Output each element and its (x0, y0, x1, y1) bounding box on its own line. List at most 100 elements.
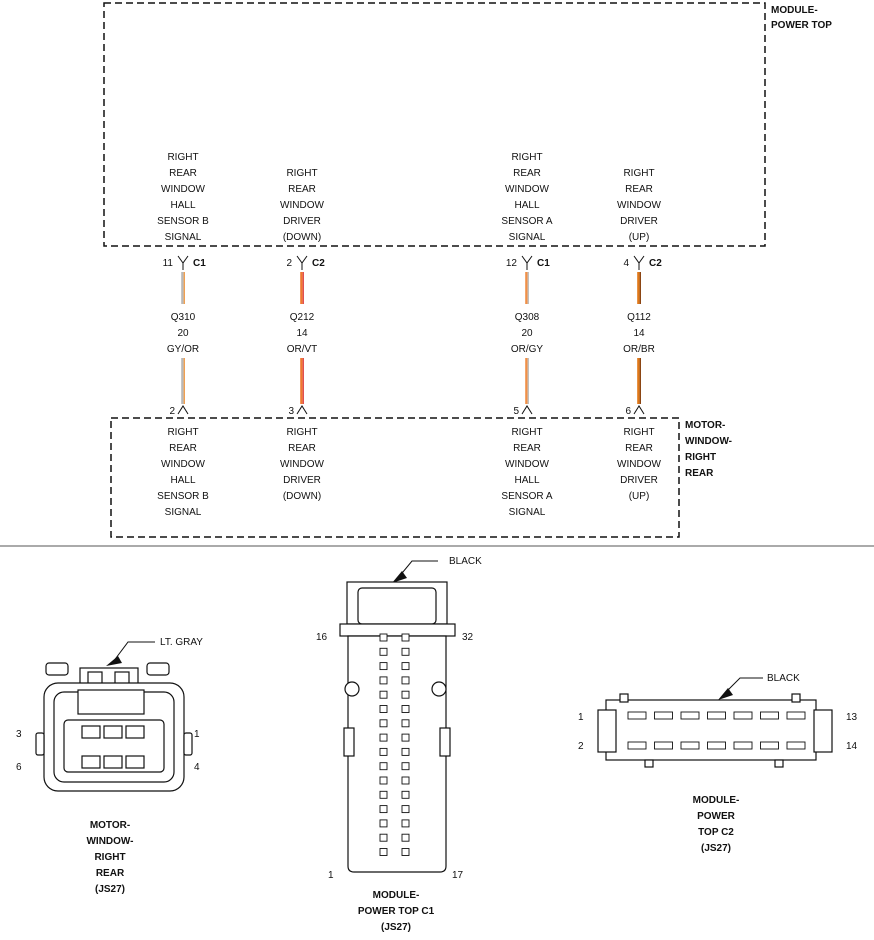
circuit-text: SENSOR A (501, 216, 552, 227)
cavity (680, 711, 700, 720)
top-connector-id: C1 (193, 258, 206, 269)
cavity (401, 647, 410, 656)
wire-stripe (183, 358, 185, 404)
wire-stripe (302, 272, 304, 304)
c1-connector-color: BLACK (449, 556, 482, 567)
terminal-symbol (633, 405, 645, 415)
wire-color: OR/VT (287, 344, 318, 355)
circuit-text: RIGHT (623, 168, 654, 179)
circuit-text: WINDOW (161, 459, 205, 470)
circuit-text: REAR (513, 168, 541, 179)
motor-circuit-3: RIGHT REAR WINDOW HALL SENSOR A SIGNAL (501, 427, 552, 518)
terminal-symbol (633, 255, 645, 270)
callout-arrow (392, 571, 407, 583)
wire-color: OR/GY (511, 344, 544, 355)
callout-line (723, 677, 763, 695)
cavity (125, 755, 145, 769)
circuit-text: SIGNAL (509, 507, 546, 518)
circuit-text: WINDOW (280, 200, 324, 211)
cavity (733, 711, 753, 720)
motor-label-3: RIGHT (685, 452, 716, 463)
motor-pin-number: 2 (169, 406, 175, 417)
cavity (401, 733, 410, 742)
callout-arrow (718, 688, 733, 700)
cavity (707, 711, 726, 720)
motor-pin-number: 5 (513, 406, 519, 417)
wire-gauge: 20 (177, 328, 189, 339)
motor-connector-pin: 1 (194, 729, 200, 740)
c1-connector-title: MODULE- POWER TOP C1 (JS27) (358, 890, 435, 933)
c1-cavities (379, 633, 410, 856)
cavity (401, 833, 410, 842)
wire-stripe (183, 272, 185, 304)
c2-tab (619, 693, 629, 703)
cavity (125, 725, 145, 739)
wire-main (181, 358, 184, 404)
cavity (401, 790, 410, 799)
wire-color: GY/OR (167, 344, 199, 355)
motor-connector-title: MOTOR- WINDOW- RIGHT REAR (JS27) (86, 820, 133, 895)
circuit-text: RIGHT (286, 168, 317, 179)
title-line: MOTOR- (90, 820, 130, 831)
circuit-text: (DOWN) (283, 491, 321, 502)
c2-connector-pin: 13 (846, 712, 858, 723)
title-line: POWER TOP C1 (358, 906, 435, 917)
cavity (401, 690, 410, 699)
motor-label-4: REAR (685, 468, 714, 479)
circuit-text: REAR (288, 443, 316, 454)
cavity (379, 819, 388, 828)
wire-main (525, 358, 528, 404)
title-line: POWER (697, 811, 736, 822)
c2-tab (791, 693, 801, 703)
cavity (760, 711, 779, 720)
top-connector-id: C2 (312, 258, 325, 269)
circuit-text: SENSOR A (501, 491, 552, 502)
motor-circuit-4: RIGHT REAR WINDOW DRIVER (UP) (617, 427, 661, 502)
title-line: MODULE- (693, 795, 740, 806)
cavity (627, 741, 647, 750)
top-connector-id: C2 (649, 258, 662, 269)
wire-main (637, 272, 640, 304)
c2-connector-pin: 2 (578, 741, 584, 752)
circuit-text: RIGHT (511, 152, 542, 163)
c1-connector-pin: 1 (328, 870, 334, 881)
circuit-text: HALL (170, 200, 195, 211)
c1-lock (357, 587, 437, 625)
cavity (81, 755, 101, 769)
motor-circuit-2: RIGHT REAR WINDOW DRIVER (DOWN) (280, 427, 324, 502)
cavity (401, 719, 410, 728)
motor-circuit-1: RIGHT REAR WINDOW HALL SENSOR B SIGNAL (157, 427, 209, 518)
circuit-text: RIGHT (511, 427, 542, 438)
c2-tab (644, 759, 654, 768)
c2-end-left (597, 709, 617, 753)
cavity (401, 676, 410, 685)
wire-circuit: Q308 (515, 312, 540, 323)
motor-window-box (110, 417, 680, 538)
wire-stripe (527, 358, 529, 404)
wire-circuit: Q112 (627, 312, 651, 323)
top-terminals (177, 255, 645, 270)
cavity (379, 647, 388, 656)
callout-line (112, 641, 155, 663)
c2-connector-title: MODULE- POWER TOP C2 (JS27) (693, 795, 740, 854)
c1-flange (339, 623, 456, 637)
latch-left (45, 662, 69, 676)
terminal-symbol (296, 405, 308, 415)
cavity (379, 848, 388, 856)
c2-connector-pin: 1 (578, 712, 584, 723)
circuit-text: SIGNAL (165, 232, 202, 243)
circuit-text: (UP) (629, 491, 650, 502)
circuit-text: DRIVER (620, 216, 658, 227)
motor-connector-pin: 4 (194, 762, 200, 773)
cavity (379, 705, 388, 713)
cavity (401, 776, 410, 785)
cavity (401, 848, 410, 856)
circuit-text: DRIVER (283, 216, 321, 227)
circuit-text: HALL (514, 200, 539, 211)
cavity (379, 633, 388, 642)
wire-stripe (302, 358, 304, 404)
circuit-text: RIGHT (286, 427, 317, 438)
cavity (379, 676, 388, 685)
wire-circuit: Q212 (290, 312, 315, 323)
c1-connector-view (339, 560, 456, 873)
